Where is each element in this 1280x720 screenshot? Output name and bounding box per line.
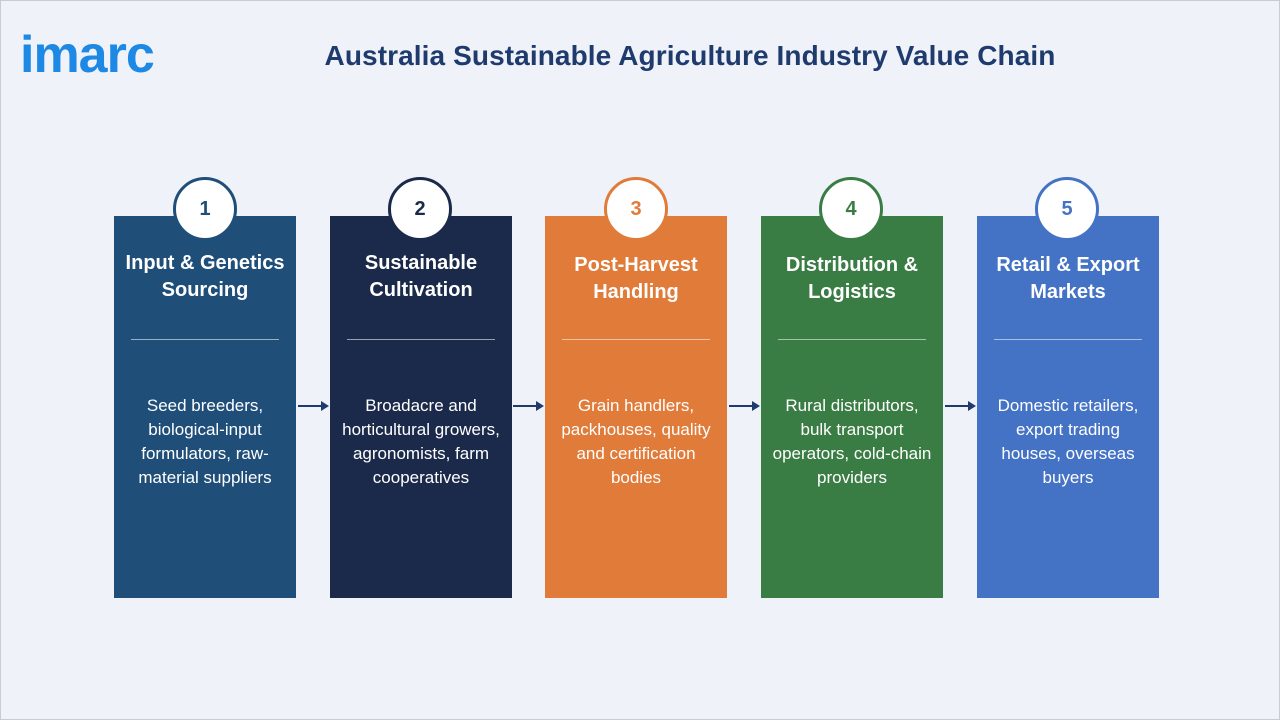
step-number-badge-5: 5 [1035,177,1099,241]
step-card-1: Input & Genetics Sourcing Seed breeders,… [114,216,296,598]
arrow-right-icon [729,401,760,411]
step-divider [347,339,495,340]
step-number-badge-1: 1 [173,177,237,241]
step-divider [778,339,926,340]
step-title: Sustainable Cultivation [364,252,478,301]
step-description: Broadacre and horticultural growers, agr… [342,396,500,487]
page-title: Australia Sustainable Agriculture Indust… [324,40,1056,71]
step-card-4: Distribution & Logistics Rural distribut… [761,216,943,598]
step-card-2: Sustainable Cultivation Broadacre and ho… [330,216,512,598]
svg-text:imarc: imarc [20,26,154,80]
arrow-right-icon [298,401,329,411]
step-title: Post-Harvest Handling [574,254,698,303]
step-description: Seed breeders, biological-input formulat… [138,396,272,487]
step-description: Rural distributors, bulk transport opera… [772,396,932,487]
step-description: Grain handlers, packhouses, quality and … [561,396,711,487]
step-number-badge-2: 2 [388,177,452,241]
step-title: Distribution & Logistics [785,254,919,303]
step-title: Input & Genetics Sourcing [125,252,285,301]
arrow-right-icon [945,401,976,411]
step-divider [562,339,710,340]
step-title: Retail & Export Markets [996,254,1140,303]
arrow-right-icon [513,401,544,411]
imarc-logo: imarc [20,20,200,80]
step-card-3: Post-Harvest Handling Grain handlers, pa… [545,216,727,598]
step-number-badge-4: 4 [819,177,883,241]
step-description: Domestic retailers, export trading house… [997,396,1139,487]
step-card-5: Retail & Export Markets Domestic retaile… [977,216,1159,598]
step-divider [131,339,279,340]
step-divider [994,339,1142,340]
step-number-badge-3: 3 [604,177,668,241]
